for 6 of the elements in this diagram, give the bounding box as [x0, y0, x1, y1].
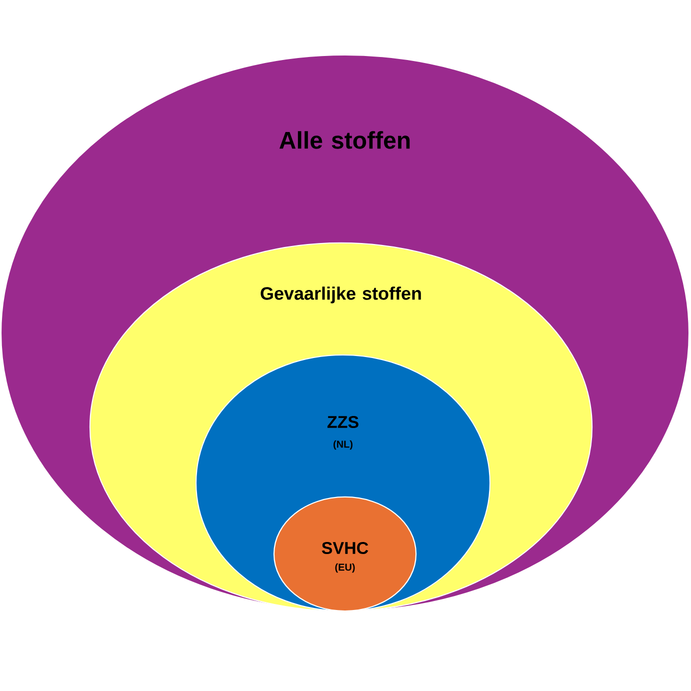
region-label: (NL): [334, 440, 352, 450]
heading: SVHC: [322, 542, 368, 554]
heading: Alle stoffen: [280, 131, 410, 149]
region-label: (EU): [335, 563, 355, 573]
heading: Gevaarlijke stoffen: [260, 286, 421, 304]
heading: ZZS: [327, 416, 358, 428]
